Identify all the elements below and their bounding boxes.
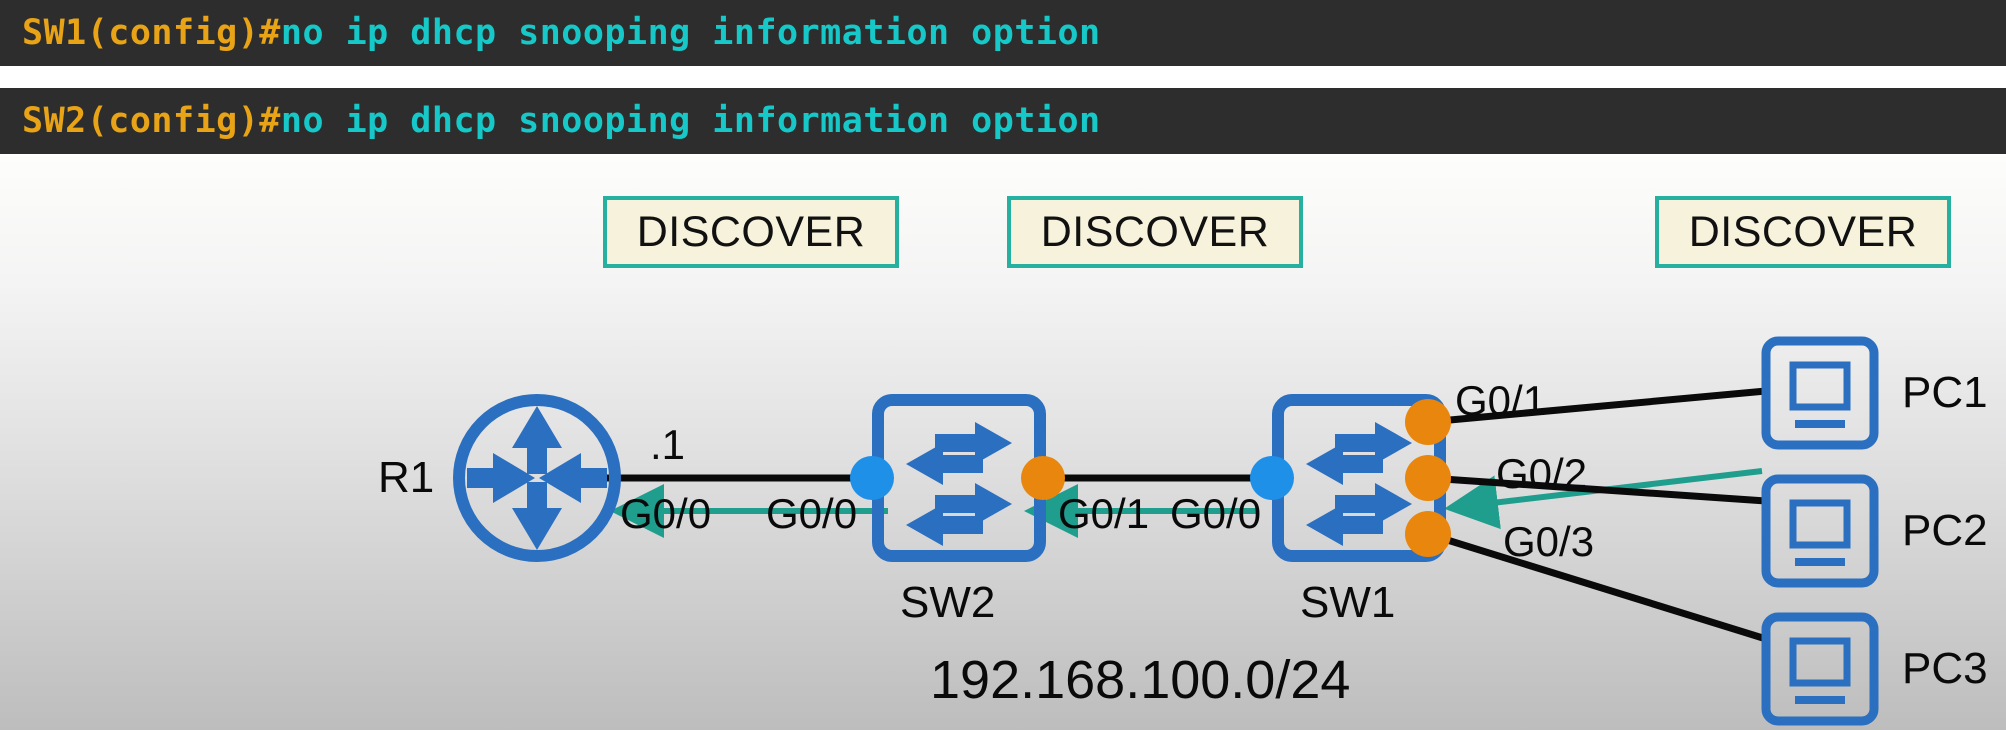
terminal-line-sw1: SW1(config)#no ip dhcp snooping informat… <box>0 0 2006 66</box>
port-dot-sw1-g02 <box>1405 455 1451 501</box>
interface-label-sw1-g01: G0/1 <box>1455 377 1547 424</box>
packet-label-discover-2: DISCOVER <box>1007 196 1303 268</box>
interface-label-r1-g00: G0/0 <box>620 490 712 537</box>
interface-label-sw2-g01: G0/1 <box>1058 490 1150 537</box>
port-dot-sw2-g00 <box>850 456 894 500</box>
device-label-pc2: PC2 <box>1902 506 1988 555</box>
device-label-pc3: PC3 <box>1902 644 1988 693</box>
link-sw1-pc2 <box>1427 474 1767 505</box>
network-topology-diagram: DISCOVER DISCOVER DISCOVER R1 SW2 SW1 PC… <box>0 156 2006 730</box>
topology-graphics <box>453 336 1879 726</box>
port-dot-sw1-g03 <box>1405 511 1451 557</box>
terminal-command-sw2: no ip dhcp snooping information option <box>280 101 1101 141</box>
packet-label-discover-3: DISCOVER <box>1655 196 1951 268</box>
device-label-pc1: PC1 <box>1902 368 1988 417</box>
link-sw1-pc3 <box>1426 530 1768 643</box>
interface-label-sw1-g03: G0/3 <box>1503 518 1595 565</box>
pc-icon-pc1 <box>1761 336 1879 450</box>
port-dot-sw1-g01 <box>1405 399 1451 445</box>
switch-icon-sw1 <box>1272 394 1446 562</box>
device-label-r1: R1 <box>378 453 435 502</box>
pc-icon-pc2 <box>1761 474 1879 588</box>
interface-label-sw2-g00: G0/0 <box>766 490 858 537</box>
terminal-prompt-sw1: SW1(config)# <box>22 13 281 53</box>
terminal-line-sw2: SW2(config)#no ip dhcp snooping informat… <box>0 88 2006 154</box>
subnet-label: 192.168.100.0/24 <box>930 650 1351 710</box>
ip-label-r1-dot1: .1 <box>650 421 686 468</box>
interface-label-sw1-g00: G0/0 <box>1170 490 1262 537</box>
port-dot-sw2-g01 <box>1021 456 1065 500</box>
terminal-command-sw1: no ip dhcp snooping information option <box>280 13 1101 53</box>
device-label-sw1: SW1 <box>1300 578 1396 627</box>
pc-icon-pc3 <box>1761 612 1879 726</box>
terminal-prompt-sw2: SW2(config)# <box>22 101 281 141</box>
interface-label-sw1-g02: G0/2 <box>1496 450 1588 497</box>
port-dot-sw1-g00 <box>1250 456 1294 500</box>
device-label-sw2: SW2 <box>900 578 996 627</box>
router-icon-r1 <box>453 394 621 562</box>
link-sw1-pc1 <box>1427 387 1767 426</box>
switch-icon-sw2 <box>872 394 1046 562</box>
packet-label-discover-1: DISCOVER <box>603 196 899 268</box>
